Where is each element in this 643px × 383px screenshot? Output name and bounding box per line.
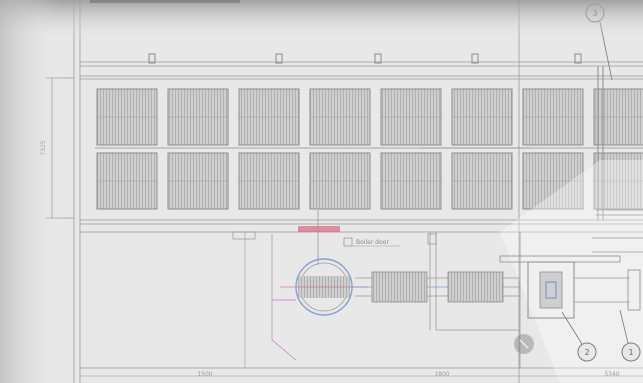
callout-2: 2 [584, 348, 589, 357]
left-shadow [0, 0, 60, 383]
frame-lines [73, 0, 643, 383]
top-edge-strip [90, 0, 240, 3]
dimension-bottom-2: 1800 [434, 371, 449, 378]
top-shadow [0, 0, 643, 40]
right-structure [596, 66, 643, 220]
panel-grid [96, 88, 643, 210]
top-rail-brackets [148, 53, 582, 64]
sheen [500, 160, 643, 383]
boiler-door-label: Boiler door [356, 239, 389, 246]
dimension-bottom-1: 1500 [197, 371, 212, 378]
dimension-bottom-3: 5340 [604, 371, 619, 378]
callout-1: 1 [628, 348, 633, 357]
lower-equipment: Boiler door [232, 210, 643, 368]
